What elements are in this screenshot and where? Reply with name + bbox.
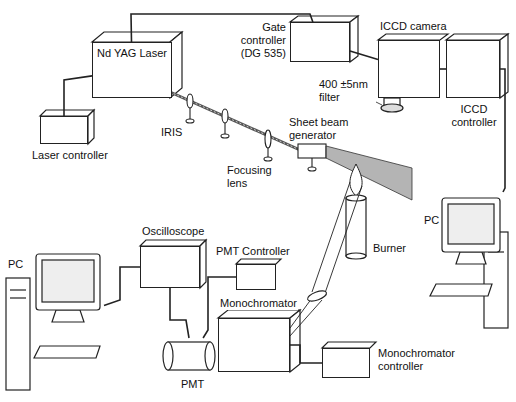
device-label: Nd YAG Laser — [93, 43, 171, 64]
part-label: Focusing lens — [226, 164, 280, 190]
cable — [104, 267, 140, 306]
computer: PC — [424, 192, 512, 332]
iris-base — [186, 119, 194, 123]
mono-top-face — [218, 310, 300, 318]
part-label: Sheet beam generator — [288, 116, 352, 142]
burner-body — [346, 198, 366, 256]
iris-post — [189, 108, 190, 120]
collection-lens — [306, 289, 328, 303]
laser-top-face — [92, 32, 182, 42]
controller-side-face — [88, 110, 94, 144]
laser-beam — [170, 92, 300, 150]
cable — [290, 345, 322, 363]
lens-base — [264, 157, 272, 161]
laser-beam-core — [170, 92, 300, 150]
device-box: PMT Controller — [236, 264, 276, 290]
laser-sheet — [326, 146, 412, 200]
cylinder-outline — [168, 338, 216, 374]
device-label: Monochromator — [219, 297, 298, 310]
device-label: ICCD controller — [447, 103, 501, 129]
device-label: PMT Controller — [215, 245, 291, 258]
scope-side-face — [200, 240, 206, 288]
device-box: Monochromator controller — [322, 348, 370, 378]
pmt-cylinder: PMT — [168, 338, 216, 374]
device-box: Oscilloscope — [140, 246, 200, 288]
device-label: PC — [7, 258, 24, 271]
cable — [350, 51, 378, 59]
iccd-side-face — [500, 34, 508, 98]
part-label: IRIS — [160, 126, 183, 139]
device-box: Nd YAG Laser — [92, 42, 172, 98]
iris — [187, 94, 193, 108]
device-box: Gate controller (DG 535) — [290, 22, 350, 62]
device-label: PMT — [180, 378, 205, 391]
light-ray — [324, 186, 362, 296]
device-label: Gate controller (DG 535) — [227, 21, 287, 60]
mono-side-face — [290, 310, 300, 372]
device-box: Monochromator — [218, 318, 290, 372]
iris-base — [221, 134, 229, 138]
iris — [222, 109, 228, 123]
burner-top — [346, 195, 366, 201]
filter — [381, 104, 403, 112]
part-label: 400 ±5nm filter — [318, 78, 376, 104]
burner-bottom — [346, 253, 366, 259]
device-label: Oscilloscope — [141, 225, 205, 238]
iris-post — [224, 123, 225, 135]
device-box: ICCD camera — [378, 40, 440, 98]
part-label: Burner — [372, 242, 407, 255]
device-box: ICCD controller — [446, 40, 500, 98]
generator-base — [308, 167, 316, 171]
sheet-beam-generator — [298, 144, 326, 158]
gate-side-face — [350, 16, 358, 62]
cable — [64, 76, 92, 116]
device-label: Monochromator controller — [377, 347, 465, 373]
device-label: Laser controller — [31, 149, 109, 162]
device-label: PC — [423, 214, 440, 227]
focusing-lens — [265, 130, 271, 148]
computer-drawing — [424, 192, 512, 332]
computer-drawing — [4, 250, 104, 396]
device-label: ICCD camera — [379, 20, 448, 33]
cable — [170, 288, 189, 338]
computer: PC — [4, 250, 104, 396]
device-box: Laser controller — [40, 116, 88, 144]
cable — [500, 69, 505, 192]
